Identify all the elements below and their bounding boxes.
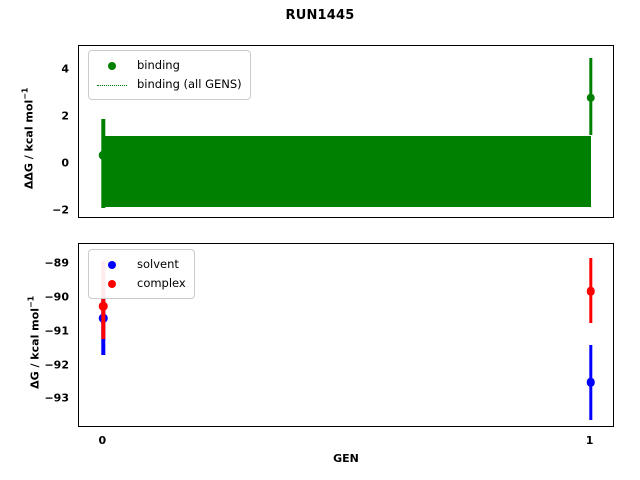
y-axis-tick (78, 297, 79, 299)
x-axis-tick (103, 217, 105, 218)
y-axis-tick-label: −89 (44, 256, 69, 270)
y-axis-tick-label: −90 (44, 290, 69, 304)
top-panel-y-axis-label-exponent: −1 (20, 87, 30, 100)
data-point-marker[interactable] (99, 302, 108, 311)
y-axis-tick (78, 331, 79, 333)
y-axis-tick (78, 210, 79, 212)
y-axis-tick-label: 4 (61, 62, 69, 76)
legend-item-label: binding (137, 57, 180, 72)
y-axis-tick-label: −93 (44, 391, 69, 405)
y-axis-tick (78, 163, 79, 165)
legend-item-binding[interactable]: binding (95, 56, 242, 75)
error-bar (101, 260, 106, 339)
legend-item-label: complex (137, 275, 186, 290)
data-point-marker[interactable] (586, 93, 595, 103)
top-panel-axes (78, 45, 614, 218)
y-axis-tick-label: −2 (52, 203, 69, 217)
bottom-panel-legend: solvent complex (88, 249, 195, 299)
y-axis-tick-label: 2 (61, 109, 69, 123)
bottom-panel-plot-area (79, 244, 613, 426)
x-axis-tick (590, 217, 592, 218)
y-axis-tick (78, 263, 79, 265)
top-panel-y-axis-label: ΔΔG / kcal mol−1 (21, 58, 36, 218)
y-axis-tick-label: 0 (61, 156, 69, 170)
legend-item-label: solvent (137, 256, 179, 271)
page-title: RUN1445 (285, 8, 355, 23)
mean-line-all-gens (103, 171, 591, 173)
legend-item-binding-all-gens[interactable]: binding (all GENS) (95, 75, 242, 94)
y-axis-tick (78, 69, 79, 71)
x-axis-tick-label: 1 (585, 434, 594, 447)
circle-marker-icon (95, 59, 129, 73)
x-axis-tick (103, 426, 105, 427)
x-axis-tick (590, 426, 592, 427)
legend-item-solvent[interactable]: solvent (95, 255, 186, 274)
top-panel-legend: binding binding (all GENS) (88, 50, 251, 100)
y-axis-tick (78, 116, 79, 118)
legend-item-label: binding (all GENS) (137, 76, 242, 91)
y-axis-tick (78, 365, 79, 367)
data-point-marker[interactable] (586, 378, 595, 387)
circle-marker-icon (95, 258, 129, 272)
dotted-line-icon (95, 78, 129, 92)
x-axis-tick-label: 0 (98, 434, 107, 447)
y-axis-tick (78, 399, 79, 401)
y-axis-tick-label: −92 (44, 358, 69, 372)
top-panel-plot-area (79, 46, 613, 217)
circle-marker-icon (95, 277, 129, 291)
data-point-marker[interactable] (586, 287, 595, 296)
x-axis-label: GEN (333, 452, 359, 465)
y-axis-tick-label: −91 (44, 324, 69, 338)
bottom-panel-y-axis-label-text: ΔG / kcal mol (28, 308, 42, 389)
legend-item-complex[interactable]: complex (95, 274, 186, 293)
